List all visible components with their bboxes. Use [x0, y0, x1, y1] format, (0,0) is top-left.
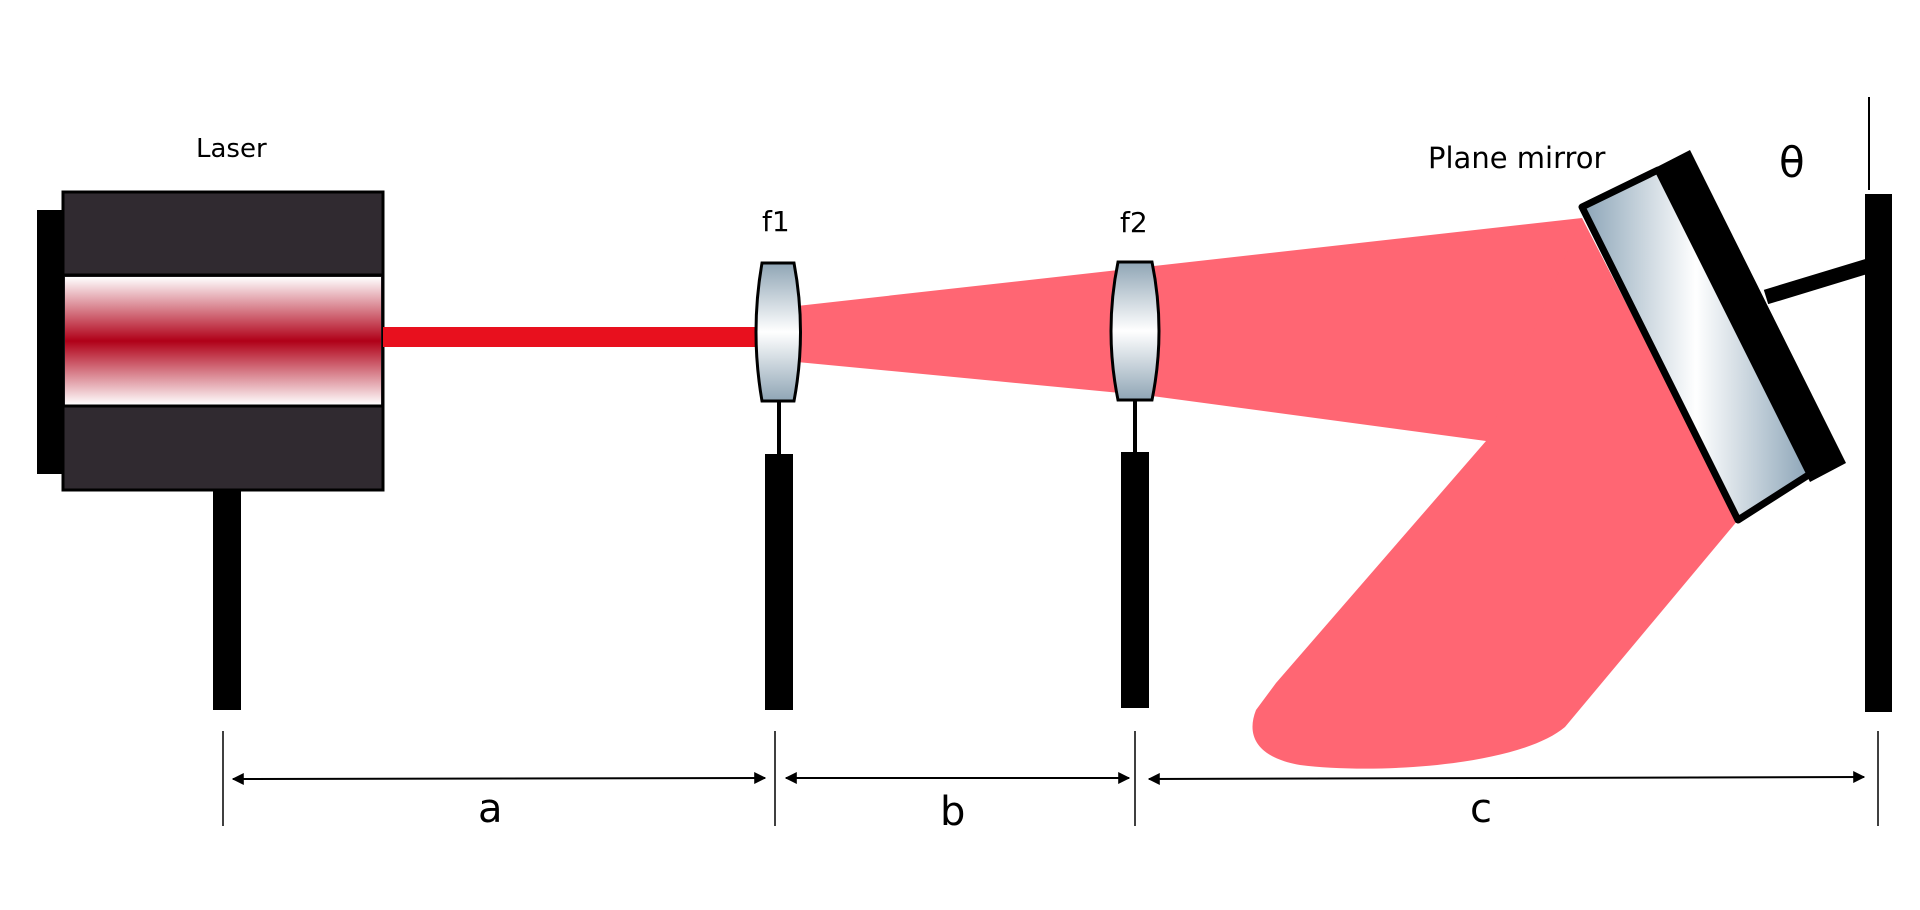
- mirror-label: Plane mirror: [1428, 141, 1606, 175]
- distance-arrow-c: [1147, 771, 1866, 785]
- lens-f1: f1: [754, 205, 802, 710]
- mirror-arm: [1763, 258, 1871, 305]
- mirror-mount-post: [1865, 194, 1892, 712]
- plane-mirror: Plane mirror: [1428, 141, 1892, 712]
- lens-f1-post: [765, 454, 793, 710]
- theta-symbol: θ: [1779, 138, 1805, 187]
- reflected-beam: [1252, 218, 1738, 769]
- laser-post: [213, 488, 241, 710]
- lens-f2: f2: [1109, 206, 1161, 708]
- laser-back-plate: [37, 210, 64, 474]
- angle-indicator: θ: [1779, 97, 1870, 190]
- lens-f2-post: [1121, 452, 1149, 708]
- distance-label-c: c: [1470, 786, 1492, 832]
- distance-label-b: b: [940, 789, 965, 835]
- narrow-laser-beam: [383, 327, 755, 347]
- lens-f1-label: f1: [762, 205, 790, 238]
- lens-f1-glass: [754, 261, 802, 403]
- mirror-backing: [1653, 150, 1846, 482]
- distance-arrow-a: [231, 772, 767, 785]
- laser: Laser: [37, 134, 385, 710]
- distance-label-a: a: [478, 786, 503, 832]
- lens-f2-glass: [1109, 260, 1161, 402]
- laser-label: Laser: [196, 134, 267, 164]
- lens-f2-label: f2: [1120, 206, 1148, 239]
- laser-core: [65, 277, 381, 405]
- mirror-glass: [1578, 166, 1814, 524]
- expanded-beam-incident: [797, 218, 1590, 441]
- distance-markers: a b c: [222, 731, 1879, 835]
